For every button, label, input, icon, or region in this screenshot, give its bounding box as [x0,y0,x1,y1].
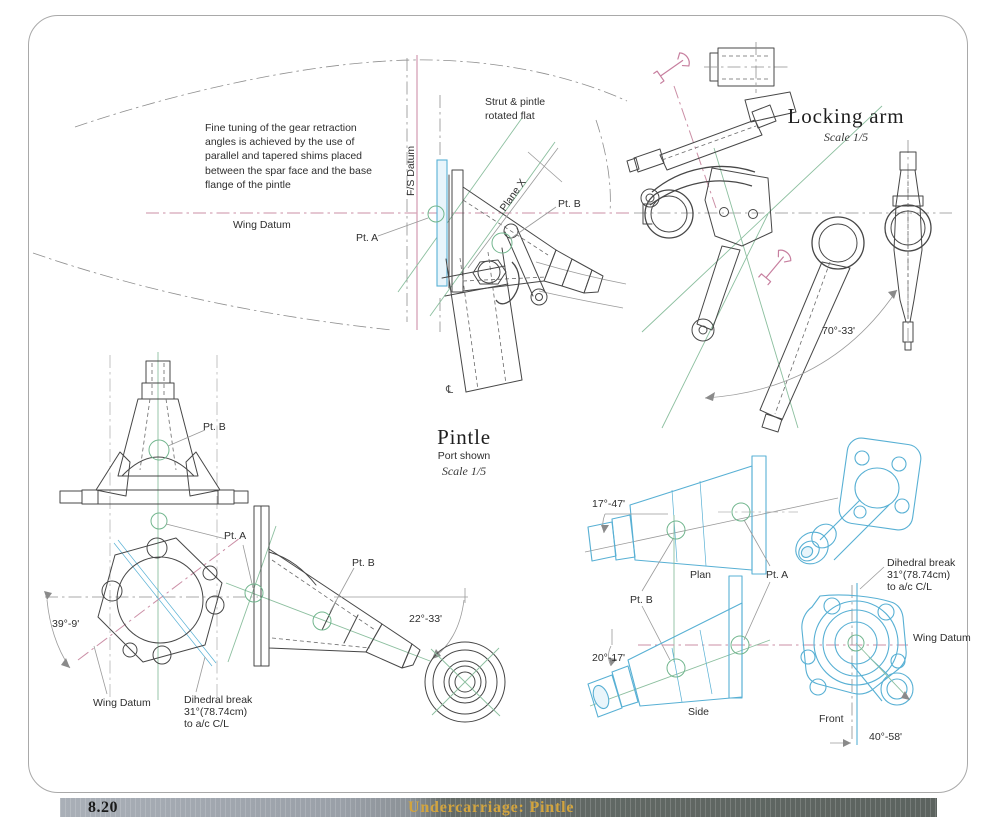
side-angle-blue-label: 20°-17' [592,652,625,664]
pt-b-label-elevation: Pt. B [203,421,226,433]
pt-a-label-top: Pt. A [356,232,378,244]
flange-front-view [44,537,258,695]
front-view-label: Front [819,713,844,725]
isometric-view-drawing [795,437,922,565]
plan-angle-label: 17°-47' [592,498,625,510]
side-angle-label: 22°-33' [409,613,442,625]
wing-profile [32,59,628,331]
pt-b-label-top: Pt. B [558,198,581,210]
dihedral-note-l3: to a/c C/L [184,718,229,730]
dihedral-note-r3: to a/c C/L [887,581,932,593]
flange-angle-label: 39°-9' [52,618,79,630]
pintle-elevation-drawing [59,352,254,705]
front-view-drawing [800,566,914,747]
dihedral-note-l2: 31°(78.74cm) [184,706,247,718]
locking-arm-drawing [626,42,932,433]
clevis-pin-icon [653,52,690,84]
page-border [28,15,968,793]
pt-b-label-side: Pt. B [352,557,375,569]
clevis-pin-icon [758,249,792,286]
pt-a-label-plan: Pt. A [766,569,788,581]
dihedral-note-r2: 31°(78.74cm) [887,569,950,581]
wing-datum-label-flange: Wing Datum [93,697,151,709]
locking-arm-title: Locking arm [788,104,905,128]
page-number: 8.20 [88,799,118,816]
datum-lines [146,55,952,332]
fs-datum-label: F/S Datum [405,146,417,196]
dihedral-note-r1: Dihedral break [887,557,956,569]
fine-tuning-note: Fine tuning of the gear retraction angle… [205,122,372,191]
pintle-title: Pintle [437,425,491,449]
pintle-subtitle: Port shown [438,450,491,462]
dihedral-note-l1: Dihedral break [184,694,253,706]
pt-a-label-elevation: Pt. A [224,530,246,542]
front-angle-label: 40°-58' [869,731,902,743]
pintle-scale: Scale 1/5 [442,464,486,478]
strut-note-line2: rotated flat [485,110,535,122]
wing-datum-label-top: Wing Datum [233,219,291,231]
locking-arm-scale: Scale 1/5 [824,130,868,144]
footer-chapter-title: Undercarriage: Pintle [408,799,575,816]
drawing-labels: Wing Datum F/S Datum Strut & pintle rota… [52,96,971,743]
side-view-label: Side [688,706,709,718]
wing-datum-label-front: Wing Datum [913,632,971,644]
pt-b-label-plan: Pt. B [630,594,653,606]
side-view-drawing [587,575,908,718]
centerline-symbol: ℄ [445,383,453,396]
strut-assembly-drawing [377,117,604,393]
footer-bar [60,798,937,817]
plan-view-drawing [584,455,839,662]
plan-view-label: Plan [690,569,711,581]
strut-note-line1: Strut & pintle [485,96,545,108]
pintle-side-view [225,505,506,723]
locking-arm-angle: 70°-33' [822,325,855,337]
